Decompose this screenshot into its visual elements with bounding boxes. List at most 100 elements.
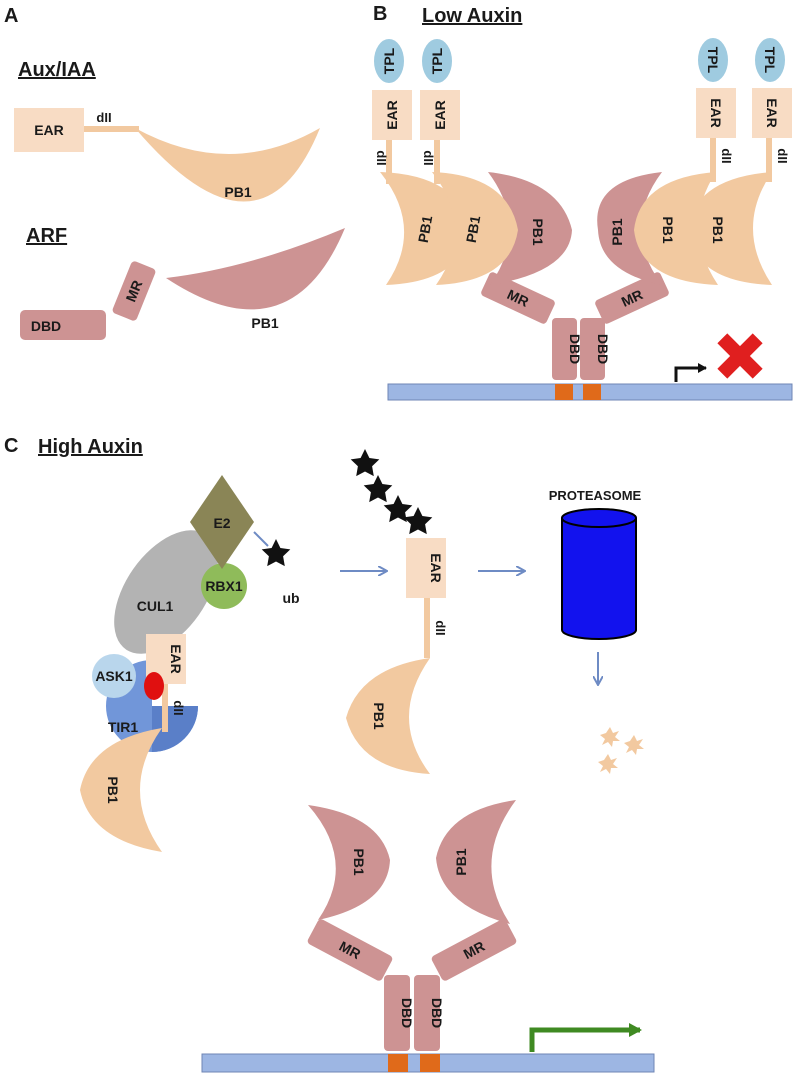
panel-b: B Low Auxin DBD DBD MR MR PB1 PB1 bbox=[372, 3, 793, 401]
high-auxin-title: High Auxin bbox=[38, 436, 143, 458]
arf-dbd-left-low: DBD bbox=[552, 318, 583, 380]
dii-linker bbox=[434, 140, 440, 184]
aux-iaa-title: Aux/IAA bbox=[18, 59, 96, 81]
panel-a-letter: A bbox=[4, 5, 18, 27]
tpl-label: TPL bbox=[381, 47, 397, 74]
tpl-2: TPL bbox=[422, 39, 452, 83]
repressed-x-mark bbox=[717, 333, 763, 379]
ubiquitin-chain-star-2 bbox=[363, 475, 393, 503]
ear-label: EAR bbox=[384, 100, 400, 130]
cul1-label: CUL1 bbox=[137, 598, 174, 614]
pb1-label: PB1 bbox=[453, 848, 469, 875]
ubiquitin-chain-star-4 bbox=[403, 507, 433, 535]
dii-linker bbox=[386, 140, 392, 184]
degraded-fragment-2 bbox=[624, 735, 644, 755]
tpl-label: TPL bbox=[705, 47, 721, 74]
aux-iaa-pb1-3-low bbox=[634, 172, 718, 285]
pb1-label: PB1 bbox=[660, 216, 676, 243]
aux-response-element-4 bbox=[420, 1054, 440, 1072]
arf-title: ARF bbox=[26, 225, 67, 247]
aux-iaa-dii-label: dII bbox=[96, 110, 111, 125]
auxin-molecule bbox=[144, 672, 164, 700]
ub-label: ub bbox=[282, 590, 299, 606]
ear-label: EAR bbox=[168, 644, 184, 674]
e2-label: E2 bbox=[213, 515, 230, 531]
tpl-1: TPL bbox=[374, 39, 404, 83]
aux-response-element-3 bbox=[388, 1054, 408, 1072]
ear-box-ubiquitinated bbox=[406, 538, 446, 598]
tpl-label: TPL bbox=[429, 47, 445, 74]
ear-box-3-low: EAR bbox=[696, 88, 736, 138]
aux-iaa-ear-label: EAR bbox=[34, 122, 64, 138]
pb1-label: PB1 bbox=[463, 214, 484, 244]
cul1 bbox=[114, 530, 218, 654]
rbx1 bbox=[201, 563, 247, 609]
dii-label: dII bbox=[719, 148, 734, 163]
aux-iaa-pb1-domain bbox=[135, 128, 320, 202]
arf-mr-right-high: MR bbox=[431, 919, 517, 981]
dii-label: dII bbox=[171, 700, 186, 715]
rbx1-label: RBX1 bbox=[205, 578, 243, 594]
arf-protein: DBD MR PB1 bbox=[20, 228, 345, 340]
arf-dbd-right-low: DBD bbox=[580, 318, 611, 380]
pb1-label: PB1 bbox=[371, 702, 387, 729]
dii-label: dII bbox=[374, 150, 389, 165]
arf-dbd-right-high: DBD bbox=[414, 975, 445, 1051]
arf-pb1-left-low bbox=[488, 172, 572, 285]
proteasome-label: PROTEASOME bbox=[549, 488, 642, 503]
aux-response-element-1 bbox=[555, 384, 573, 400]
tir1-label: TIR1 bbox=[108, 719, 139, 735]
ubiquitin-chain-star-3 bbox=[383, 495, 413, 523]
pb1-label: PB1 bbox=[351, 848, 367, 875]
aux-iaa-pb1-1-low bbox=[380, 172, 470, 285]
arf-dbd-left-high: DBD bbox=[384, 975, 415, 1051]
transcription-start-arrow bbox=[674, 363, 707, 382]
pb1-label: PB1 bbox=[609, 218, 625, 245]
dii-label: dII bbox=[433, 620, 448, 635]
aux-iaa-protein: EAR dII PB1 bbox=[14, 108, 320, 202]
ub-transfer-line bbox=[253, 531, 269, 547]
aux-iaa-pb1-4-low bbox=[688, 172, 772, 285]
aux-iaa-pb1-2-low bbox=[432, 172, 518, 285]
ubiquitin-star bbox=[261, 539, 291, 567]
ear-box-2-low: EAR bbox=[420, 90, 460, 140]
ear-box-1-low: EAR bbox=[372, 90, 412, 140]
e2 bbox=[190, 475, 254, 569]
panel-a: A Aux/IAA EAR dII PB1 ARF DBD MR PB1 bbox=[4, 5, 345, 340]
arf-pb1-domain bbox=[166, 228, 345, 310]
dii-linker bbox=[710, 138, 716, 182]
ear-label: EAR bbox=[708, 98, 724, 128]
panel-c: C High Auxin CUL1 TIR1 ASK1 RBX1 E2 ub E… bbox=[4, 435, 655, 1073]
ask1-label: ASK1 bbox=[95, 668, 133, 684]
dbd-label: DBD bbox=[429, 998, 445, 1028]
aux-iaa-dii-linker bbox=[84, 126, 139, 132]
panel-b-letter: B bbox=[373, 3, 387, 25]
arf-mr-label: MR bbox=[123, 278, 146, 304]
active-transcription-arrow bbox=[529, 1023, 642, 1052]
dii-label: dII bbox=[421, 150, 436, 165]
ear-box-4-low: EAR bbox=[752, 88, 792, 138]
pb1-label: PB1 bbox=[710, 216, 726, 243]
dii-label: dII bbox=[775, 148, 790, 163]
aux-iaa-pb1-bound bbox=[80, 728, 162, 852]
degraded-fragment-1 bbox=[600, 727, 620, 747]
panel-c-letter: C bbox=[4, 435, 18, 457]
dii-linker-ubiquitinated bbox=[424, 598, 430, 658]
tpl-label: TPL bbox=[762, 47, 778, 74]
dbd-label: DBD bbox=[399, 998, 415, 1028]
degraded-fragment-3 bbox=[598, 754, 618, 774]
dbd-label: DBD bbox=[595, 334, 611, 364]
dii-linker bbox=[766, 138, 772, 182]
aux-iaa-ear-box bbox=[14, 108, 84, 152]
low-auxin-title: Low Auxin bbox=[422, 5, 522, 27]
arf-pb1-right-high bbox=[436, 800, 516, 924]
pb1-label: PB1 bbox=[530, 218, 546, 245]
arf-pb1-label: PB1 bbox=[251, 315, 278, 331]
tpl-3: TPL bbox=[698, 38, 728, 82]
arf-dbd-box bbox=[20, 310, 106, 340]
arf-mr-box: MR bbox=[112, 261, 156, 321]
ubiquitin-chain-star-1 bbox=[350, 449, 380, 477]
ask1 bbox=[92, 654, 136, 698]
tpl-4: TPL bbox=[755, 38, 785, 82]
